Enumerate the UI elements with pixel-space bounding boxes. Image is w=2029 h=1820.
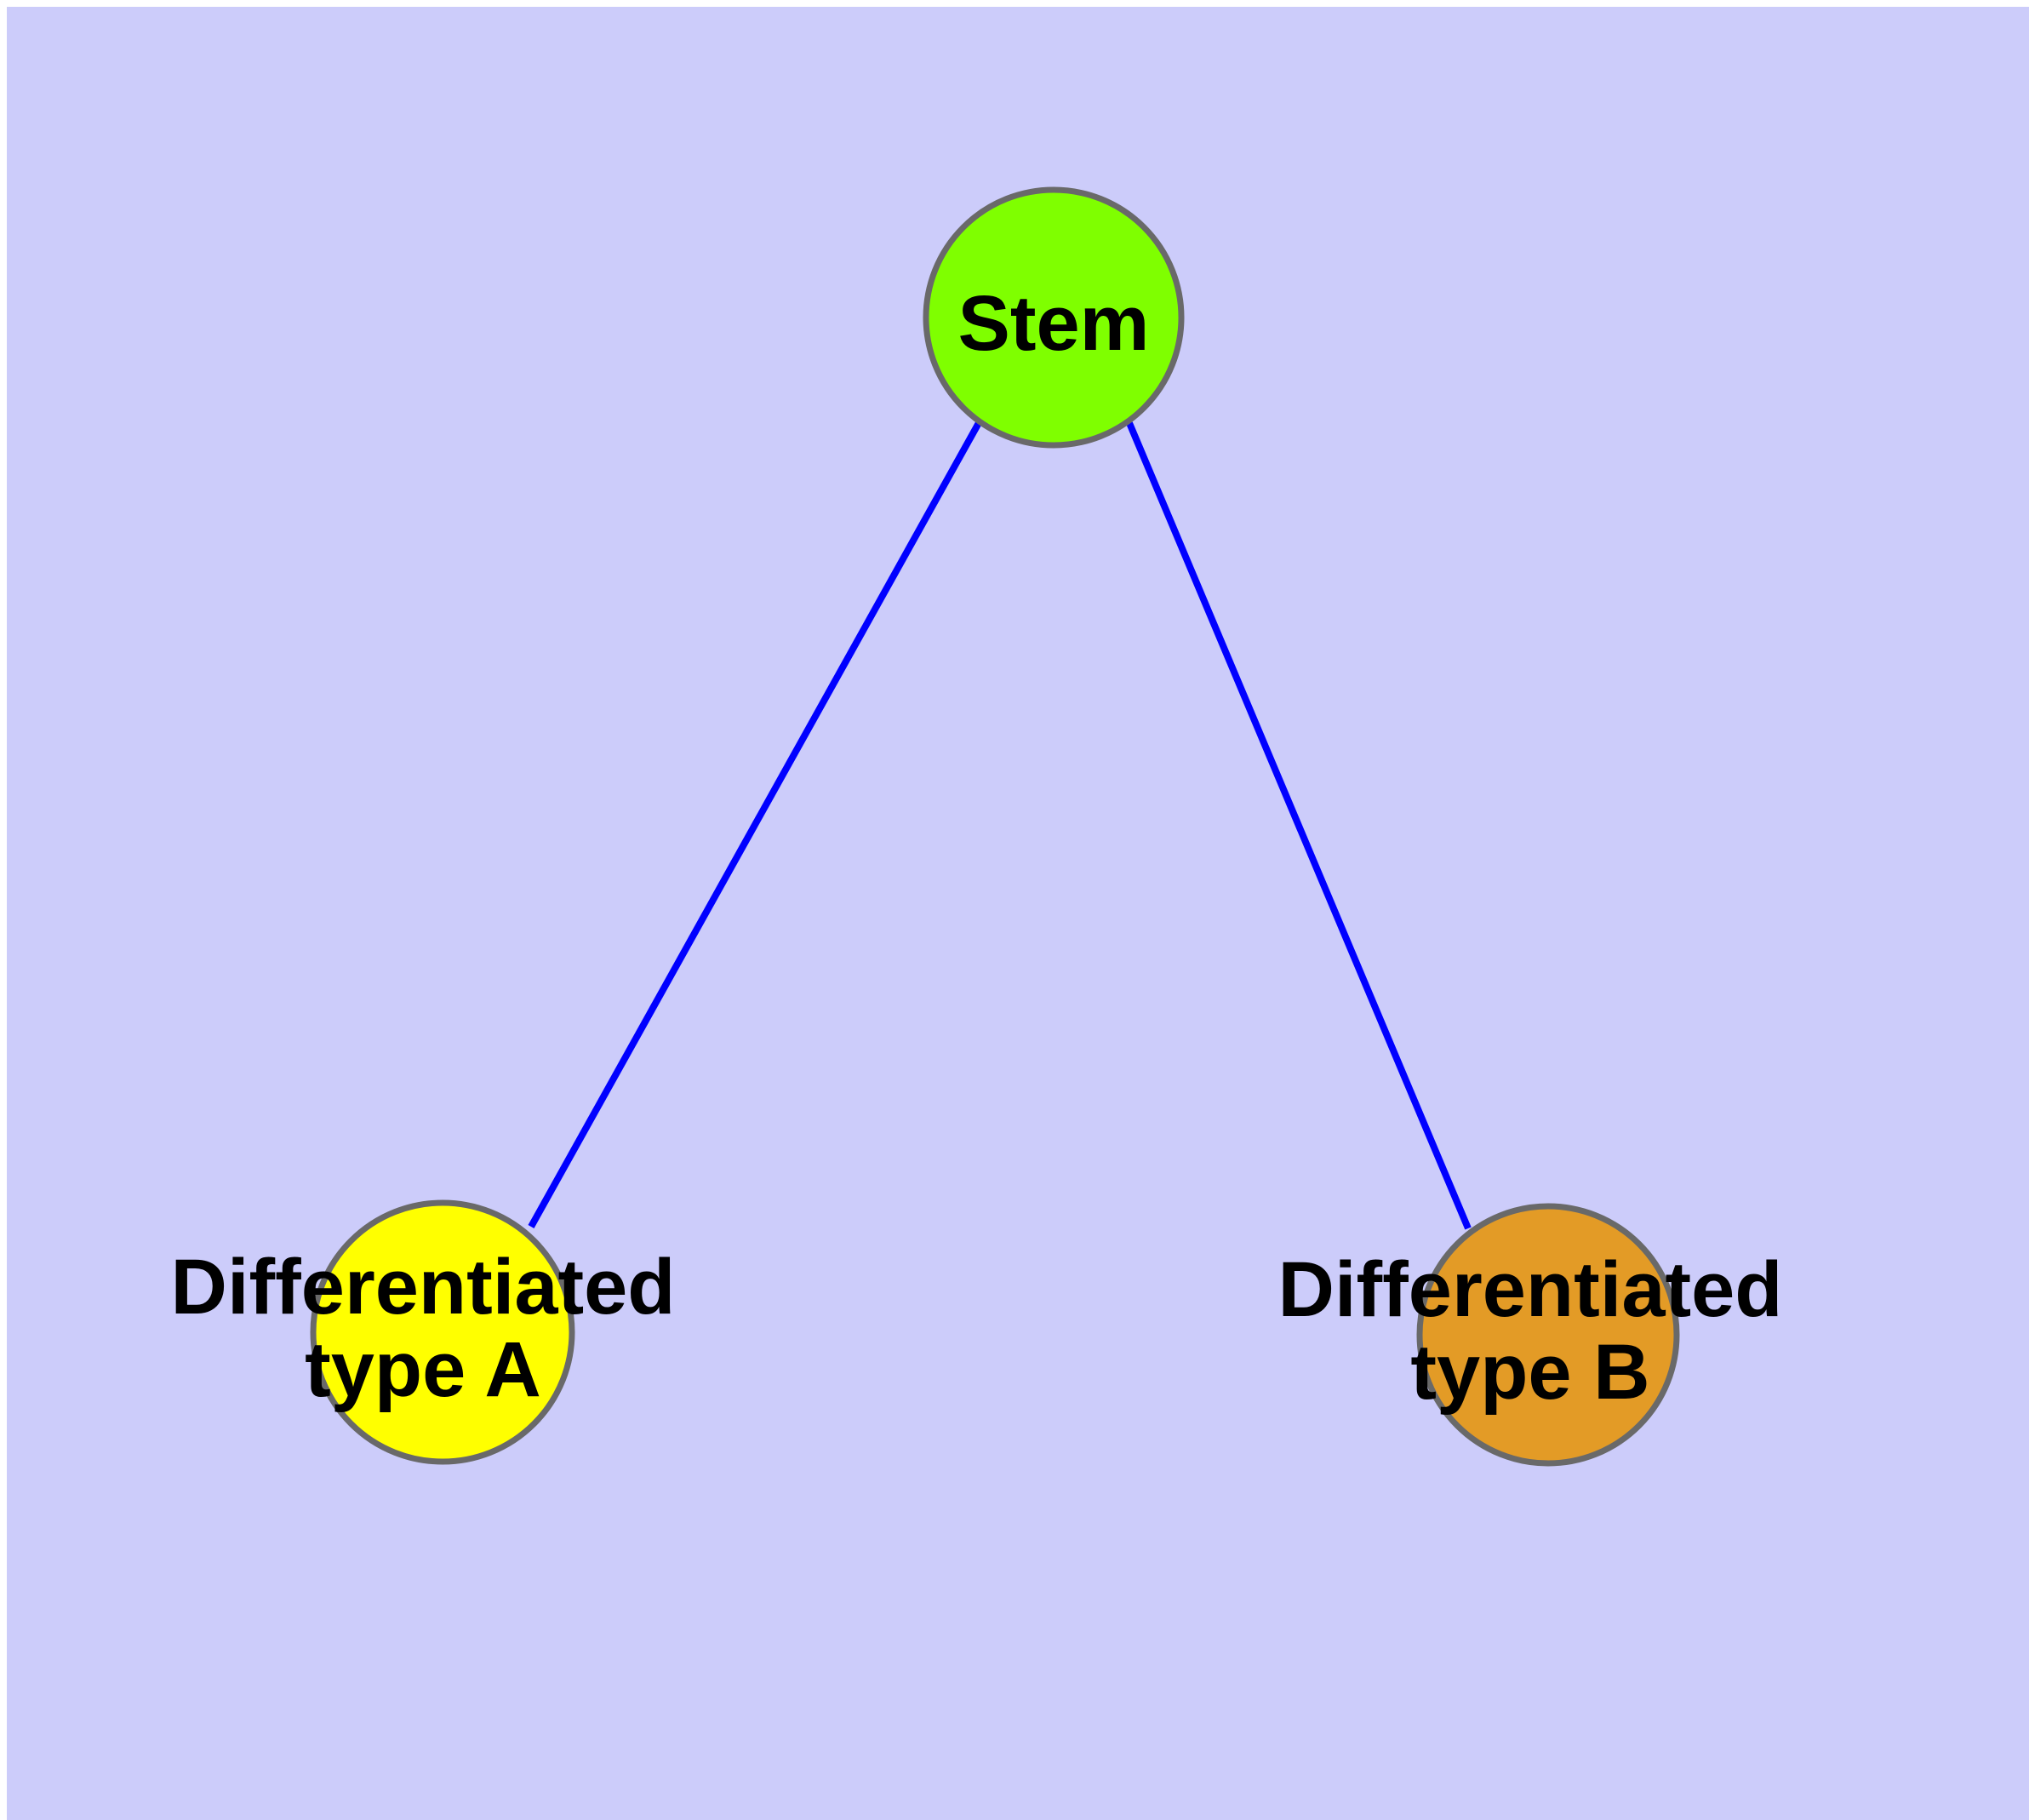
nodes-group xyxy=(310,186,1680,1467)
node-label-stem: Stem xyxy=(958,280,1150,367)
edge-stem-to-differentiated-type-a[interactable] xyxy=(528,420,983,1228)
edges-group xyxy=(528,420,1472,1230)
node-differentiated-type-b[interactable] xyxy=(1416,1203,1680,1467)
edge-stem-to-differentiated-type-b[interactable] xyxy=(1126,421,1472,1230)
node-stem[interactable] xyxy=(923,186,1185,449)
node-differentiated-type-a[interactable] xyxy=(310,1199,575,1465)
